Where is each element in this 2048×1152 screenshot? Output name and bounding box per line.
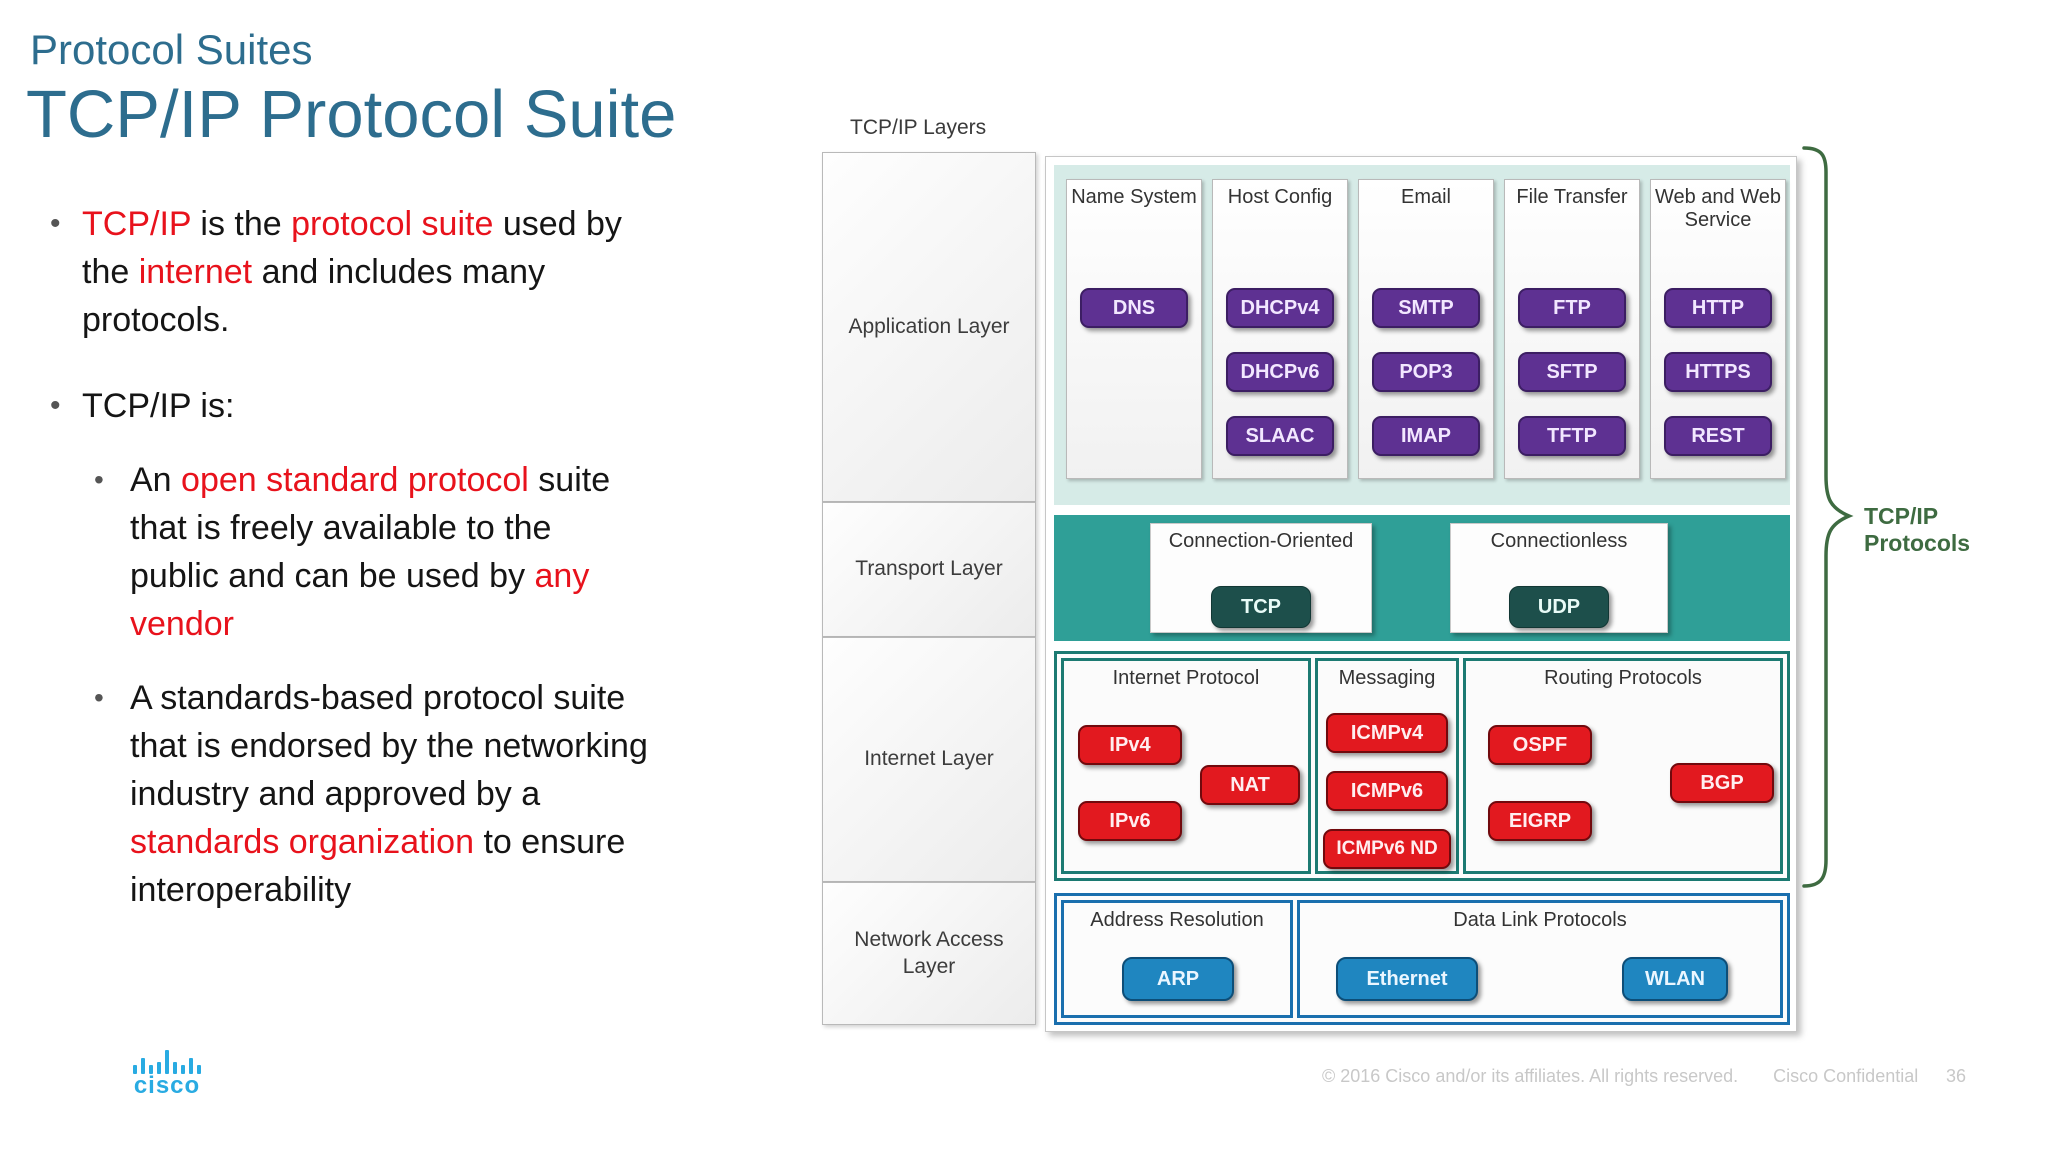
diagram-header: TCP/IP Layers — [850, 116, 987, 139]
protocol-chip-arp: ARP — [1122, 957, 1234, 1001]
group-title: Name System — [1071, 186, 1197, 208]
app-group-web-service: Web and Web Service HTTP HTTPS REST — [1650, 179, 1786, 479]
protocol-chip-imap: IMAP — [1372, 416, 1480, 456]
transport-group-connection-oriented: Connection-Oriented TCP — [1150, 523, 1372, 633]
protocol-chip-ipv4: IPv4 — [1078, 725, 1182, 765]
protocol-chip-udp: UDP — [1509, 586, 1609, 628]
protocol-chip-bgp: BGP — [1670, 763, 1774, 803]
page-number: 36 — [1946, 1066, 1967, 1086]
group-title: Data Link Protocols — [1453, 909, 1627, 931]
app-group-email: Email SMTP POP3 IMAP — [1358, 179, 1494, 479]
protocol-chip-dhcpv4: DHCPv4 — [1226, 288, 1334, 328]
sub-bullet-list: An open standard protocol suite that is … — [82, 456, 700, 914]
protocol-chip-http: HTTP — [1664, 288, 1772, 328]
transport-layer-band: Connection-Oriented TCP Connectionless U… — [1054, 515, 1790, 641]
protocol-chip-tcp: TCP — [1211, 586, 1311, 628]
group-title: Internet Protocol — [1112, 667, 1260, 689]
internet-group-internet-protocol: Internet Protocol IPv4 NAT IPv6 — [1061, 658, 1311, 874]
protocol-chip-wlan: WLAN — [1622, 957, 1728, 1001]
transport-group-connectionless: Connectionless UDP — [1450, 523, 1668, 633]
layer-row-application: Application Layer — [822, 152, 1036, 502]
network-group-address-resolution: Address Resolution ARP — [1061, 900, 1293, 1018]
network-access-layer-box: Address Resolution ARP Data Link Protoco… — [1054, 893, 1790, 1025]
subbullet-open-standard: An open standard protocol suite that is … — [82, 456, 700, 648]
protocol-chip-dns: DNS — [1080, 288, 1188, 328]
internet-group-messaging: Messaging ICMPv4 ICMPv6 ICMPv6 ND — [1315, 658, 1459, 874]
group-title: Connection-Oriented — [1168, 530, 1354, 552]
group-title: Address Resolution — [1090, 909, 1264, 931]
group-title: Routing Protocols — [1544, 667, 1702, 689]
protocol-chip-tftp: TFTP — [1518, 416, 1626, 456]
app-group-host-config: Host Config DHCPv4 DHCPv6 SLAAC — [1212, 179, 1348, 479]
network-group-data-link-protocols: Data Link Protocols Ethernet WLAN — [1297, 900, 1783, 1018]
bullet-text: An open standard protocol suite that is … — [130, 461, 611, 643]
layer-label: Internet Layer — [864, 747, 994, 771]
application-layer-block: Name System DNS Host Config DHCPv4 DHCPv… — [1054, 165, 1790, 505]
protocol-chip-dhcpv6: DHCPv6 — [1226, 352, 1334, 392]
protocol-chip-smtp: SMTP — [1372, 288, 1480, 328]
protocol-chip-icmpv4: ICMPv4 — [1326, 713, 1448, 753]
footer-copyright: © 2016 Cisco and/or its affiliates. All … — [1322, 1066, 1918, 1087]
layer-row-transport: Transport Layer — [822, 502, 1036, 637]
cisco-logo-bars-icon — [112, 1048, 222, 1074]
protocol-chip-ftp: FTP — [1518, 288, 1626, 328]
cisco-logo-text: cisco — [133, 1072, 201, 1099]
app-group-file-transfer: File Transfer FTP SFTP TFTP — [1504, 179, 1640, 479]
protocol-chip-pop3: POP3 — [1372, 352, 1480, 392]
group-title: Messaging — [1338, 667, 1436, 689]
app-group-name-system: Name System DNS — [1066, 179, 1202, 479]
internet-layer-box: Internet Protocol IPv4 NAT IPv6 Messagin… — [1054, 651, 1790, 881]
layer-row-network-access: Network Access Layer — [822, 882, 1036, 1025]
protocol-chip-ipv6: IPv6 — [1078, 801, 1182, 841]
group-title: Connectionless — [1490, 530, 1628, 552]
protocol-chip-slaac: SLAAC — [1226, 416, 1334, 456]
bullet-text: TCP/IP is: — [82, 387, 235, 425]
bullet-tcpip-is: TCP/IP is: An open standard protocol sui… — [40, 382, 700, 914]
group-title: Host Config — [1227, 186, 1333, 208]
confidential-text: Cisco Confidential — [1773, 1066, 1919, 1086]
protocol-chip-nat: NAT — [1200, 765, 1300, 805]
bullet-text: TCP/IP is the protocol suite used by the… — [82, 205, 622, 339]
brace-graphic — [1802, 146, 1854, 888]
layer-label: Network Access Layer — [854, 928, 1004, 978]
bullet-tcpip-suite: TCP/IP is the protocol suite used by the… — [40, 200, 700, 344]
brace-label: TCP/IP Protocols — [1864, 503, 1971, 556]
protocol-chip-icmpv6-nd: ICMPv6 ND — [1323, 829, 1451, 869]
protocol-chip-ethernet: Ethernet — [1336, 957, 1478, 1001]
pretitle: Protocol Suites — [30, 26, 313, 73]
protocol-chip-icmpv6: ICMPv6 — [1326, 771, 1448, 811]
protocols-panel: Name System DNS Host Config DHCPv4 DHCPv… — [1045, 156, 1797, 1032]
layer-label: Transport Layer — [855, 557, 1003, 581]
protocol-chip-ospf: OSPF — [1488, 725, 1592, 765]
protocol-chip-rest: REST — [1664, 416, 1772, 456]
copyright-text: © 2016 Cisco and/or its affiliates. All … — [1322, 1066, 1739, 1086]
subbullet-standards-based: A standards-based protocol suite that is… — [82, 674, 700, 914]
group-title: Web and Web Service — [1654, 186, 1781, 231]
group-title: File Transfer — [1516, 186, 1628, 208]
page-title: TCP/IP Protocol Suite — [26, 77, 677, 152]
bullet-list: TCP/IP is the protocol suite used by the… — [40, 200, 700, 952]
protocol-chip-sftp: SFTP — [1518, 352, 1626, 392]
protocol-chip-https: HTTPS — [1664, 352, 1772, 392]
internet-group-routing-protocols: Routing Protocols OSPF EIGRP BGP — [1463, 658, 1783, 874]
cisco-logo: cisco — [112, 1048, 222, 1098]
protocol-chip-eigrp: EIGRP — [1488, 801, 1592, 841]
bullet-text: A standards-based protocol suite that is… — [130, 679, 648, 909]
layer-row-internet: Internet Layer — [822, 637, 1036, 882]
layer-label: Application Layer — [848, 314, 1010, 338]
group-title: Email — [1400, 186, 1451, 208]
